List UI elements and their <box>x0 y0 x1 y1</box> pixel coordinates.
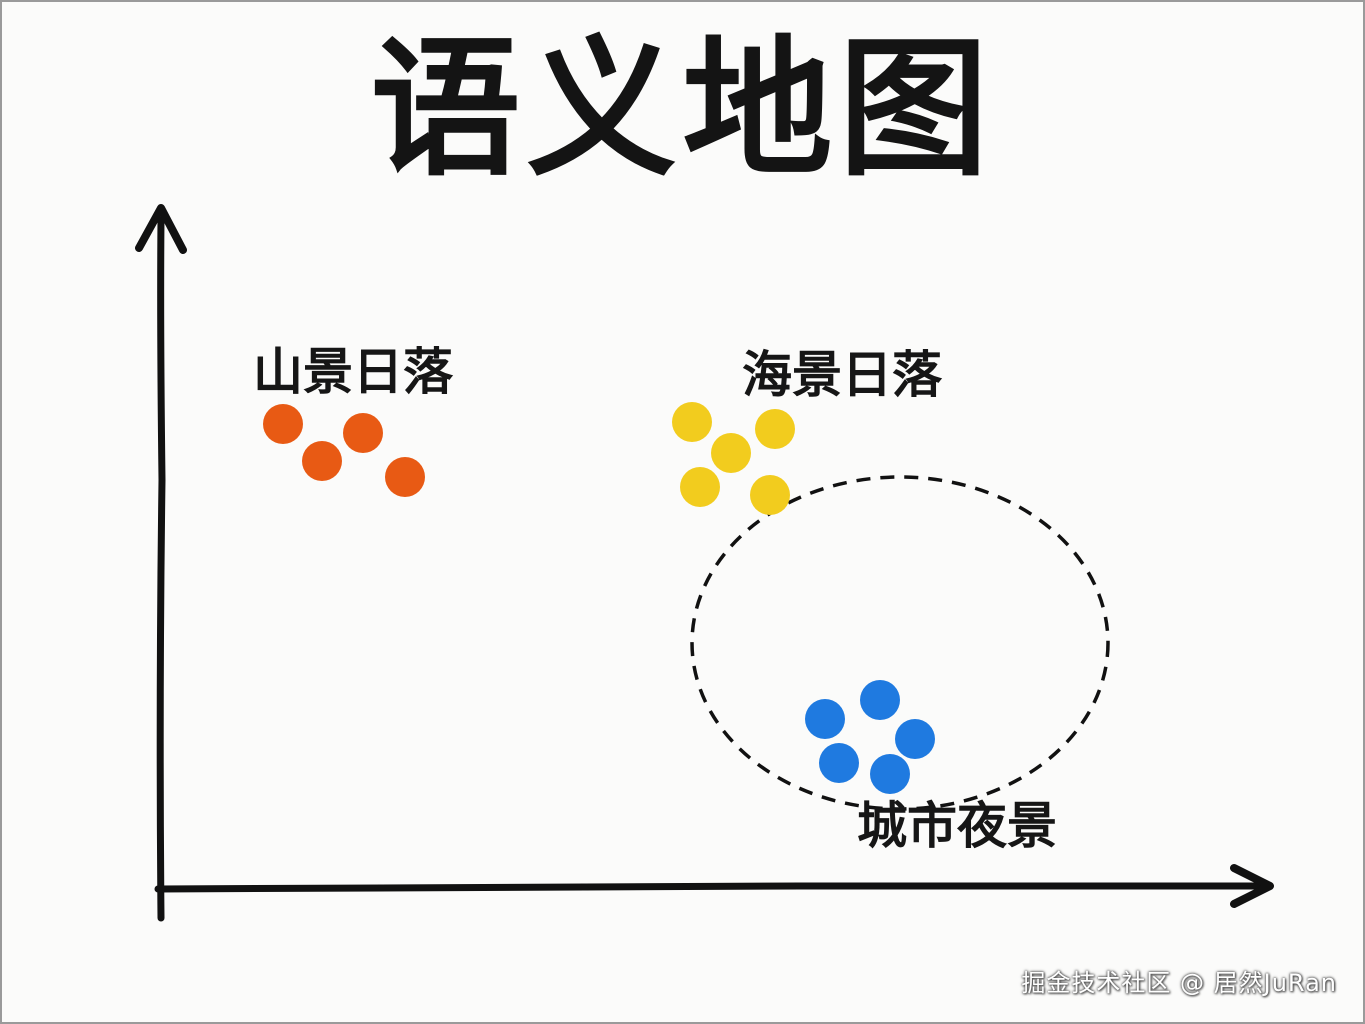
cluster-label-sea-sunset: 海景日落 <box>742 346 943 404</box>
point-city-night-3 <box>895 719 935 759</box>
points-layer <box>263 402 935 794</box>
x-axis <box>154 882 1266 893</box>
point-city-night-5 <box>870 754 910 794</box>
point-sea-sunset-2 <box>755 409 795 449</box>
point-mountain-sunset-2 <box>343 413 383 453</box>
point-mountain-sunset-3 <box>302 441 342 481</box>
point-sea-sunset-1 <box>672 402 712 442</box>
point-sea-sunset-3 <box>711 433 751 473</box>
page-title: 语义地图 <box>370 23 995 197</box>
point-city-night-2 <box>805 699 845 739</box>
y-axis-arrowhead <box>135 204 187 254</box>
point-city-night-4 <box>819 743 859 783</box>
x-axis-arrowhead <box>1230 864 1274 908</box>
watermark: 掘金技术社区 @ 居然JuRan <box>1021 969 1337 997</box>
point-sea-sunset-5 <box>750 475 790 515</box>
dashed-query-circle <box>690 475 1110 811</box>
point-mountain-sunset-4 <box>385 457 425 497</box>
y-axis <box>156 216 166 922</box>
point-city-night-1 <box>860 680 900 720</box>
cluster-label-city-night: 城市夜景 <box>857 797 1057 855</box>
cluster-label-mountain-sunset: 山景日落 <box>253 343 454 401</box>
point-sea-sunset-4 <box>680 467 720 507</box>
point-mountain-sunset-1 <box>263 404 303 444</box>
